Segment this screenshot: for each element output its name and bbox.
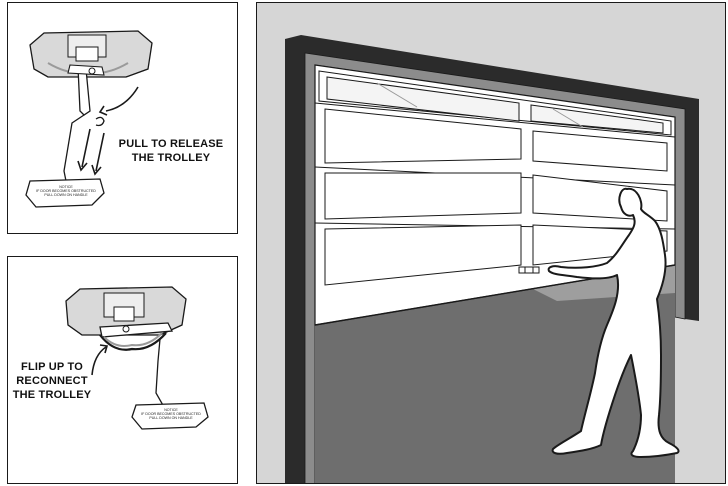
release-instruction-line1: PULL TO RELEASE [96,137,246,151]
reconnect-instruction-line3: THE TROLLEY [12,388,92,402]
reconnect-instruction-line2: RECONNECT [12,374,92,388]
reconnect-instruction-line1: FLIP UP TO [12,360,92,374]
tag-notice-line: PULL DOWN ON HANDLE [136,416,206,420]
garage-door-illustration [257,3,726,484]
garage-door-scene [256,2,726,484]
reconnect-instruction: FLIP UP TO RECONNECT THE TROLLEY [12,360,92,402]
reconnect-trolley-panel: NOTICE IF DOOR BECOMES OBSTRUCTED PULL D… [7,256,238,484]
reconnect-cord [156,339,164,407]
release-motion-arrow [106,87,138,111]
release-instruction-line2: THE TROLLEY [96,151,246,165]
release-trolley-illustration [8,3,239,235]
reconnect-tag-notice: NOTICE IF DOOR BECOMES OBSTRUCTED PULL D… [136,408,206,420]
pull-down-arrow-left [82,129,90,167]
release-tag-notice: NOTICE IF DOOR BECOMES OBSTRUCTED PULL D… [30,185,102,197]
release-instruction: PULL TO RELEASE THE TROLLEY [96,137,246,165]
release-trolley-panel: NOTICE IF DOOR BECOMES OBSTRUCTED PULL D… [7,2,238,234]
door-panel [325,173,521,219]
tag-notice-line: PULL DOWN ON HANDLE [30,193,102,197]
door-handle [519,267,539,273]
flip-up-arrow [92,347,106,375]
